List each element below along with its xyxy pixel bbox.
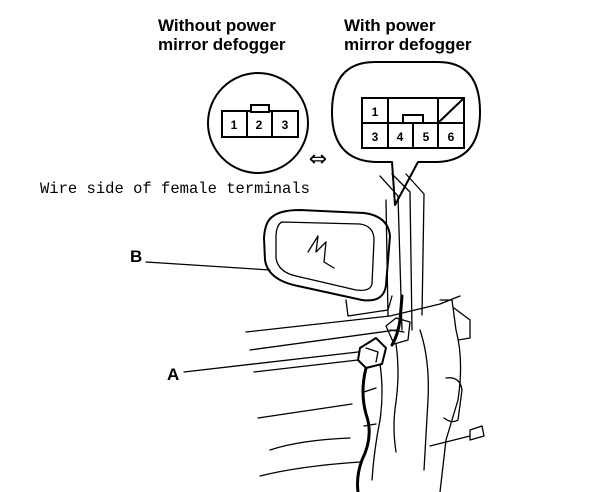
door-clip xyxy=(469,425,485,441)
connector-with-defogger: 1 3 4 5 6 xyxy=(331,61,481,206)
wire-side-caption: Wire side of female terminals xyxy=(40,180,310,198)
pin-with-5: 5 xyxy=(423,130,430,144)
door-trim-line-3 xyxy=(269,437,351,451)
door-pillar xyxy=(379,173,425,331)
harness-lower-run-2 xyxy=(371,363,383,481)
harness-clip-2 xyxy=(363,423,377,427)
header-without-line2: mirror defogger xyxy=(158,35,286,54)
header-with-line2: mirror defogger xyxy=(344,35,472,54)
door-trim-line-1 xyxy=(253,359,359,373)
mirror-base-mount xyxy=(345,295,393,317)
pillar-inner-edge xyxy=(385,199,389,317)
harness-lower-run-1 xyxy=(356,366,371,492)
door-edge-right xyxy=(439,299,462,492)
mirror-glass-outline xyxy=(275,221,375,292)
door-rod xyxy=(429,435,471,447)
pin-with-4: 4 xyxy=(397,130,404,144)
callout-a-label: A xyxy=(167,365,179,384)
connector-without-circle xyxy=(207,72,309,174)
connector-with-callout-bubble xyxy=(331,61,481,206)
callout-a-leader xyxy=(183,351,359,373)
connector-without-defogger: 1 2 3 xyxy=(207,72,309,174)
harness-lower-run-3 xyxy=(393,343,399,453)
callout-b-leader xyxy=(145,261,271,271)
door-belt-line-lower xyxy=(249,329,397,351)
door-trim-line-2 xyxy=(257,403,353,419)
pin-with-1: 1 xyxy=(372,105,379,119)
harness-clip-1 xyxy=(363,387,377,393)
door-hinge-bracket xyxy=(453,307,471,341)
swap-arrow-icon: ⇔ xyxy=(309,147,327,172)
header-without-line1: Without power xyxy=(158,16,276,35)
wire-harness xyxy=(356,294,411,492)
connector-with-blank-cavity-mark xyxy=(437,97,465,124)
callout-a: A xyxy=(167,351,359,384)
pin-without-2: 2 xyxy=(256,118,263,132)
connector-a-detail xyxy=(365,347,379,363)
door-panel xyxy=(245,295,485,492)
connector-upper xyxy=(385,317,411,345)
callout-b-label: B xyxy=(130,247,142,266)
connector-upper-detail xyxy=(389,329,405,333)
pin-without-1: 1 xyxy=(231,118,238,132)
pin-with-3: 3 xyxy=(372,130,379,144)
door-belt-line-upper xyxy=(245,295,461,333)
callout-b: B xyxy=(130,247,271,271)
header-with-line1: With power xyxy=(344,16,436,35)
pin-without-3: 3 xyxy=(282,118,289,132)
mirror-glare-mark xyxy=(307,235,335,269)
connector-a-body xyxy=(357,337,387,369)
pillar-edge-1 xyxy=(379,175,403,331)
connector-with-lock-tab xyxy=(402,114,424,124)
door-inner-cutout xyxy=(443,377,463,423)
pin-with-6: 6 xyxy=(448,130,455,144)
connector-without-lock-tab xyxy=(250,104,270,113)
mirror-housing-outline xyxy=(263,209,391,302)
pillar-edge-2 xyxy=(391,173,413,331)
door-inner-edge xyxy=(419,329,429,471)
pillar-edge-3 xyxy=(405,173,425,316)
door-trim-line-4 xyxy=(259,461,361,477)
side-mirror xyxy=(263,209,393,317)
